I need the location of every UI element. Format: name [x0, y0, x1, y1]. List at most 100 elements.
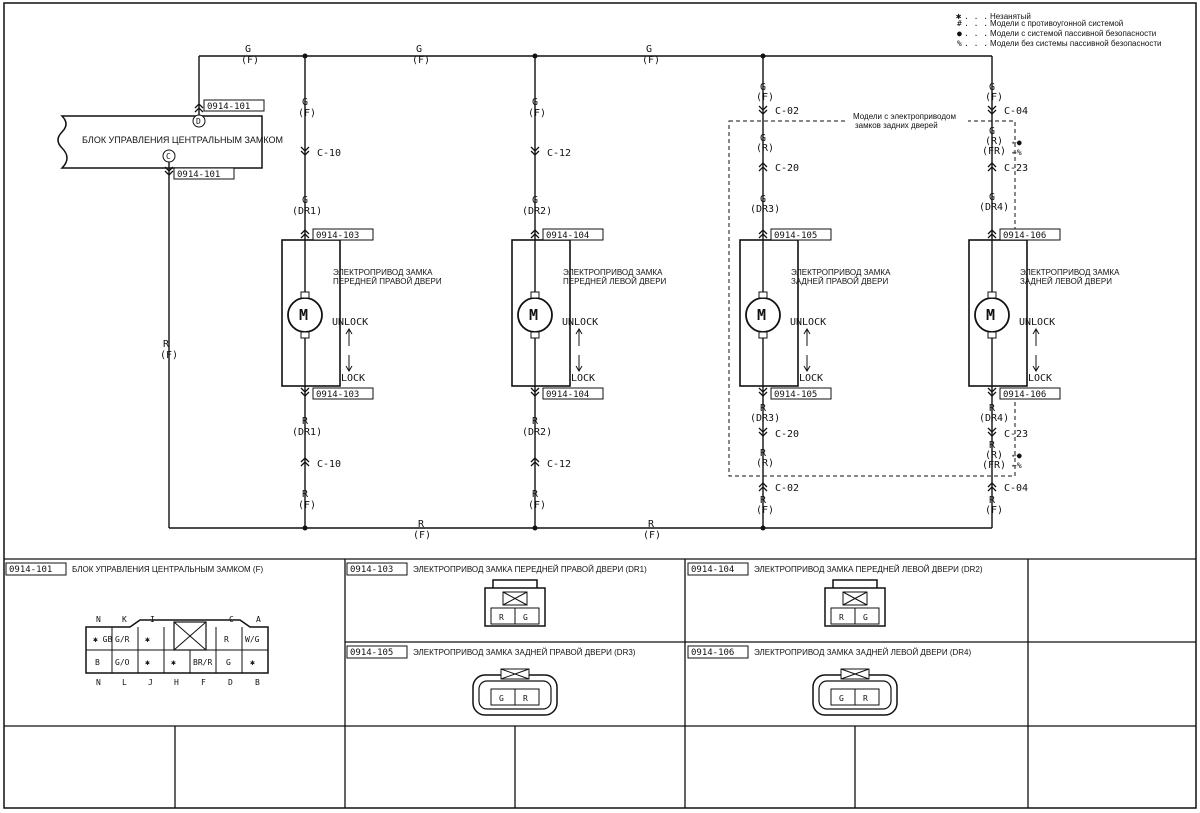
- panel-0914-103: 0914-103 ЭЛЕКТРОПРИВОД ЗАМКА ПЕРЕДНЕЙ ПР…: [346, 562, 647, 576]
- svg-text:0914-105: 0914-105: [350, 648, 393, 658]
- svg-text:R: R: [302, 416, 309, 427]
- bottom-bus-labels: R(F) R(F) R (F): [160, 339, 661, 541]
- svg-text:R: R: [163, 339, 170, 350]
- svg-text:R: R: [224, 635, 229, 644]
- svg-text:R: R: [302, 489, 309, 500]
- svg-text:✱: ✱: [145, 635, 150, 644]
- svg-text:G: G: [760, 82, 766, 93]
- top-bus: [198, 55, 992, 116]
- panel-0914-101: 0914-101 БЛОК УПРАВЛЕНИЯ ЦЕНТРАЛЬНЫМ ЗАМ…: [5, 562, 269, 687]
- panel-104-title: ЭЛЕКТРОПРИВОД ЗАМКА ПЕРЕДНЕЙ ЛЕВОЙ ДВЕРИ…: [754, 565, 983, 574]
- svg-text:(F): (F): [756, 505, 774, 516]
- panel-106-title: ЭЛЕКТРОПРИВОД ЗАМКА ЗАДНЕЙ ЛЕВОЙ ДВЕРИ (…: [754, 648, 972, 657]
- top-bus-labels: G(F) G(F) G(F): [241, 44, 660, 66]
- lock-label: LOCK: [799, 373, 823, 384]
- svg-text:G: G: [760, 133, 766, 144]
- svg-text:(F): (F): [528, 500, 546, 511]
- legend: ✱ Незанятый # Модели с противоугонной си…: [956, 12, 1162, 48]
- svg-text:B: B: [255, 678, 260, 687]
- svg-text:0914-104: 0914-104: [691, 565, 734, 575]
- panel-0914-105: 0914-105 ЭЛЕКТРОПРИВОД ЗАМКА ЗАДНЕЙ ПРАВ…: [346, 645, 636, 659]
- svg-text:G: G: [863, 613, 868, 622]
- svg-text:R: R: [989, 403, 996, 414]
- svg-text:C-20: C-20: [775, 429, 799, 440]
- control-unit-title: БЛОК УПРАВЛЕНИЯ ЦЕНТРАЛЬНЫМ ЗАМКОМ: [82, 135, 283, 145]
- svg-text:(FR): (FR): [982, 460, 1006, 471]
- svg-text:(DR2): (DR2): [522, 427, 552, 438]
- actuator-title-1: ЭЛЕКТРОПРИВОД ЗАМКА: [333, 268, 433, 277]
- svg-text:(F): (F): [528, 108, 546, 119]
- unlock-label: UNLOCK: [562, 317, 598, 328]
- svg-text:D: D: [228, 678, 233, 687]
- svg-text:G: G: [499, 694, 504, 703]
- svg-text:G: G: [646, 44, 652, 55]
- svg-text:R: R: [499, 613, 504, 622]
- svg-text:R: R: [532, 489, 539, 500]
- svg-text:(DR1): (DR1): [292, 427, 322, 438]
- svg-text:A: A: [256, 615, 261, 624]
- svg-text:I: I: [150, 615, 155, 624]
- svg-text:(DR4): (DR4): [979, 413, 1009, 424]
- svg-text:✱ GB: ✱ GB: [93, 635, 112, 644]
- svg-text:←%: ←%: [1012, 148, 1022, 157]
- actuator-title-2: ПЕРЕДНЕЙ ПРАВОЙ ДВЕРИ: [333, 277, 442, 286]
- motor-label: M: [757, 306, 766, 324]
- svg-text:(DR4): (DR4): [979, 202, 1009, 213]
- svg-text:K: K: [122, 615, 127, 624]
- svg-text:G: G: [532, 195, 538, 206]
- panel-105-title: ЭЛЕКТРОПРИВОД ЗАМКА ЗАДНЕЙ ПРАВОЙ ДВЕРИ …: [413, 648, 636, 657]
- svg-text:N: N: [96, 678, 101, 687]
- svg-text:(F): (F): [298, 108, 316, 119]
- conn-tag-top: 0914-105: [774, 231, 817, 241]
- svg-text:F: F: [201, 678, 206, 687]
- rear-box-label-2: замков задних дверей: [855, 121, 938, 130]
- conn-tag-bottom: 0914-105: [774, 390, 817, 400]
- svg-text:C-23: C-23: [1004, 163, 1028, 174]
- svg-text:G: G: [989, 126, 995, 137]
- svg-text:C-02: C-02: [775, 106, 799, 117]
- legend-text-passive-safety: Модели с системой пассивной безопасности: [990, 29, 1156, 38]
- svg-text:L: L: [122, 678, 127, 687]
- lock-label: LOCK: [1028, 373, 1052, 384]
- svg-text:C-20: C-20: [775, 163, 799, 174]
- panel-101-title: БЛОК УПРАВЛЕНИЯ ЦЕНТРАЛЬНЫМ ЗАМКОМ (F): [72, 565, 263, 574]
- legend-symbol-no-passive-safety: %: [957, 39, 962, 48]
- actuator-title-1: ЭЛЕКТРОПРИВОД ЗАМКА: [1020, 268, 1120, 277]
- svg-text:BR/R: BR/R: [193, 658, 212, 667]
- svg-text:. . .: . . .: [964, 29, 988, 38]
- svg-text:C: C: [229, 615, 234, 624]
- actuator-title-2: ЗАДНЕЙ ПРАВОЙ ДВЕРИ: [791, 277, 889, 286]
- svg-text:G: G: [760, 194, 766, 205]
- svg-text:←●: ←●: [1012, 451, 1022, 460]
- svg-text:G/O: G/O: [115, 658, 130, 667]
- actuator-title-2: ЗАДНЕЙ ЛЕВОЙ ДВЕРИ: [1020, 277, 1112, 286]
- svg-text:(F): (F): [298, 500, 316, 511]
- svg-text:(F): (F): [985, 505, 1003, 516]
- svg-text:R: R: [648, 519, 655, 530]
- svg-text:G: G: [302, 195, 308, 206]
- conn-tag-101-top: 0914-101: [207, 102, 250, 112]
- svg-text:G: G: [989, 82, 995, 93]
- svg-text:C-23: C-23: [1004, 429, 1028, 440]
- legend-text-no-passive-safety: Модели без системы пассивной безопасност…: [990, 39, 1162, 48]
- svg-text:0914-106: 0914-106: [691, 648, 734, 658]
- svg-text:C: C: [166, 152, 171, 161]
- svg-text:G: G: [523, 613, 528, 622]
- svg-text:R: R: [532, 416, 539, 427]
- svg-text:(F): (F): [413, 530, 431, 541]
- conn-tag-top: 0914-106: [1003, 231, 1046, 241]
- svg-text:(F): (F): [985, 92, 1003, 103]
- conn-tag-bottom: 0914-104: [546, 390, 589, 400]
- svg-text:(R): (R): [756, 458, 774, 469]
- svg-text:J: J: [148, 678, 153, 687]
- rear-box-label-1: Модели с электроприводом: [853, 112, 956, 121]
- svg-text:(FR): (FR): [982, 146, 1006, 157]
- svg-text:✱: ✱: [171, 658, 176, 667]
- svg-text:R: R: [760, 403, 767, 414]
- svg-text:R: R: [989, 495, 996, 506]
